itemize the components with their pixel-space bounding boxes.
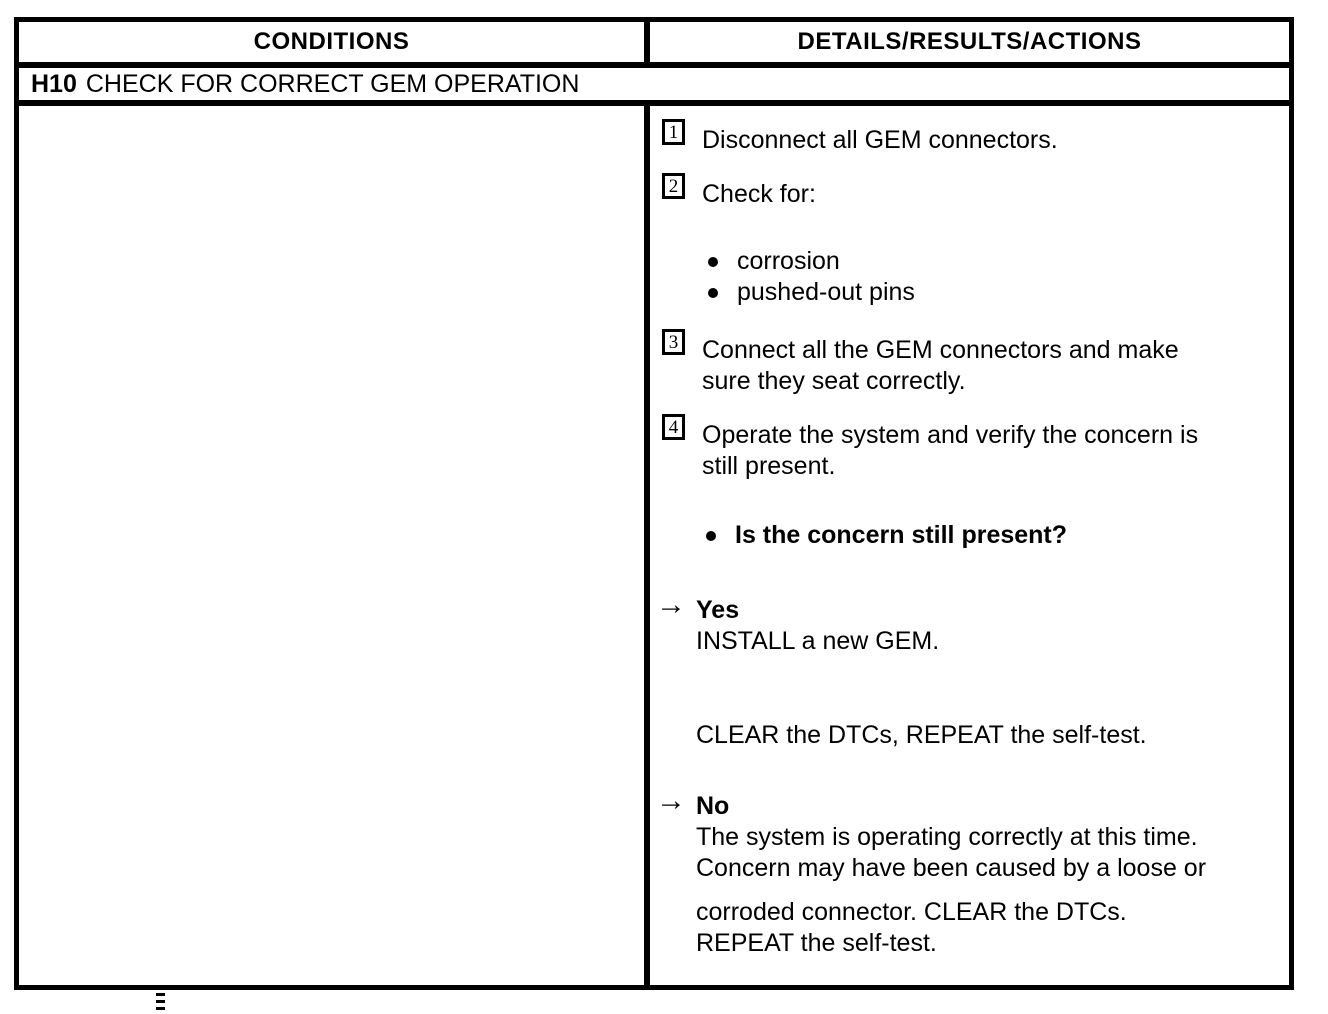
result-line: INSTALL a new GEM. xyxy=(696,627,940,655)
bullet-text: pushed-out pins xyxy=(737,278,915,306)
result-no: → No The system is operating correctly a… xyxy=(650,784,1273,959)
test-id: H10 xyxy=(31,69,77,98)
column-header-conditions: CONDITIONS xyxy=(19,22,650,62)
check-bullet-list: corrosion pushed-out pins xyxy=(650,246,1273,308)
arrow-right-icon: → xyxy=(656,784,686,817)
table-header-row: CONDITIONS DETAILS/RESULTS/ACTIONS xyxy=(19,22,1289,68)
result-line: The system is operating correctly at thi… xyxy=(696,823,1198,851)
pinpoint-test-table: CONDITIONS DETAILS/RESULTS/ACTIONS H10 C… xyxy=(14,17,1294,990)
arrow-right-icon: → xyxy=(656,588,686,621)
bullet-icon xyxy=(708,288,718,298)
conditions-cell xyxy=(19,106,650,985)
bullet-item: corrosion xyxy=(708,246,1273,277)
step-number-box: 1 xyxy=(662,119,685,145)
result-label-no: No xyxy=(696,792,730,820)
step-text-line: sure they seat correctly. xyxy=(702,367,966,395)
scan-artifact-dash xyxy=(156,1007,165,1010)
question-row: Is the concern still present? xyxy=(650,520,1273,551)
step-number-box: 4 xyxy=(662,414,685,440)
bullet-item: pushed-out pins xyxy=(708,277,1273,308)
result-yes: → Yes INSTALL a new GEM. CLEAR the DTCs,… xyxy=(650,588,1273,751)
step-number-box: 3 xyxy=(662,329,685,355)
column-header-details: DETAILS/RESULTS/ACTIONS xyxy=(797,28,1142,55)
result-label-yes: Yes xyxy=(696,596,740,624)
step-1: 1 Disconnect all GEM connectors. xyxy=(650,118,1273,156)
test-title: CHECK FOR CORRECT GEM OPERATION xyxy=(85,69,580,98)
step-text-line: still present. xyxy=(702,452,836,480)
step-text-line: Disconnect all GEM connectors. xyxy=(702,126,1058,154)
result-line: Concern may have been caused by a loose … xyxy=(696,854,1207,882)
test-title-row: H10 CHECK FOR CORRECT GEM OPERATION xyxy=(19,68,1289,106)
bullet-icon xyxy=(708,257,718,267)
question-text: Is the concern still present? xyxy=(735,521,1068,549)
bullet-text: corrosion xyxy=(737,247,840,275)
table-body-row: 1 Disconnect all GEM connectors. 2 Check… xyxy=(19,106,1289,985)
scan-artifact xyxy=(156,993,165,1014)
step-text-line: Connect all the GEM connectors and make xyxy=(702,336,1179,364)
scan-artifact-dash xyxy=(156,1000,165,1003)
step-text-line: Check for: xyxy=(702,180,816,208)
bullet-icon xyxy=(706,531,716,541)
step-3: 3 Connect all the GEM connectors and mak… xyxy=(650,328,1273,397)
step-2: 2 Check for: xyxy=(650,172,1273,210)
step-number-box: 2 xyxy=(662,173,685,199)
result-line: REPEAT the self-test. xyxy=(696,929,937,957)
step-4: 4 Operate the system and verify the conc… xyxy=(650,413,1273,482)
step-text-line: Operate the system and verify the concer… xyxy=(702,421,1199,449)
scan-artifact-dash xyxy=(156,993,165,996)
result-line: corroded connector. CLEAR the DTCs. xyxy=(696,898,1127,926)
details-cell: 1 Disconnect all GEM connectors. 2 Check… xyxy=(650,106,1289,985)
result-line: CLEAR the DTCs, REPEAT the self-test. xyxy=(696,721,1147,749)
